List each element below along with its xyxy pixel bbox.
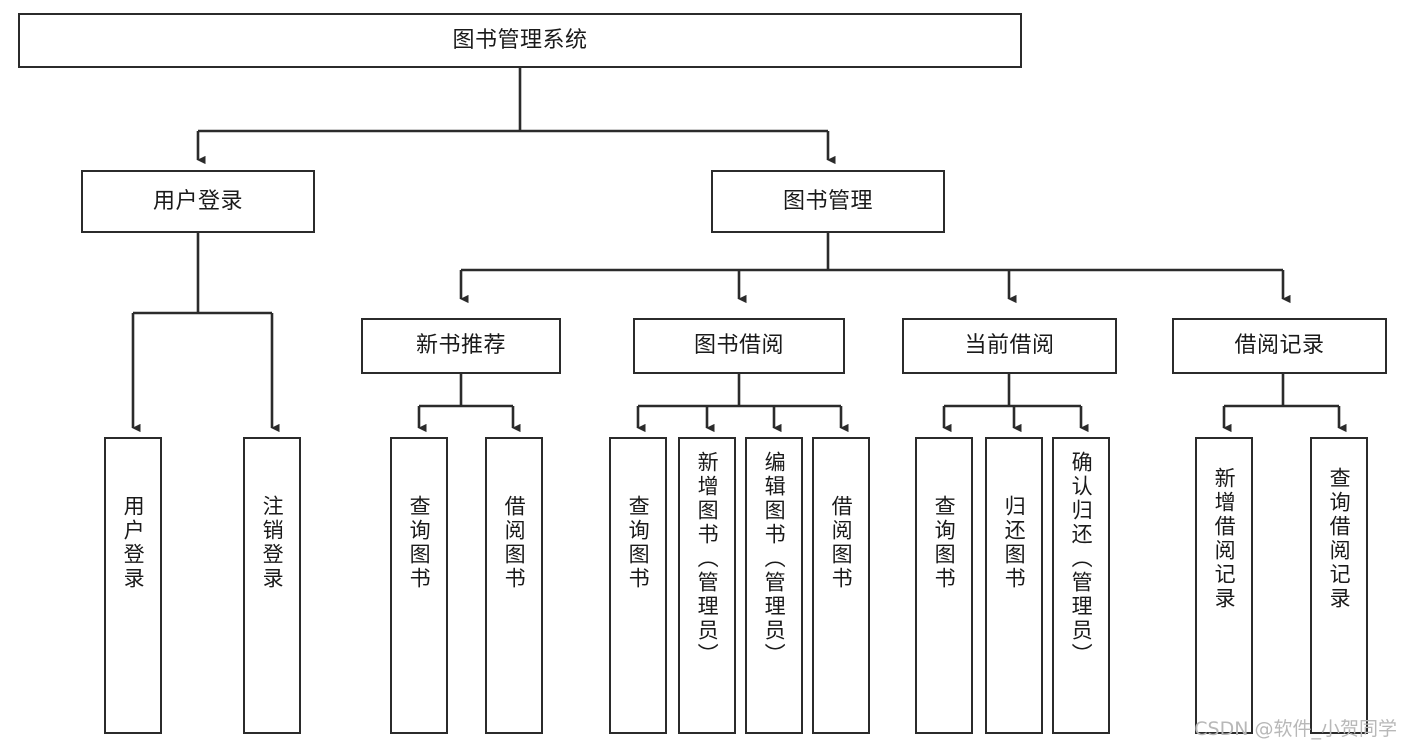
node-root-label: 图书管理系统 [452,27,588,53]
node-user-login-label: 用户登录 [152,188,243,214]
node-new-book-recommend-label: 新书推荐 [415,333,506,359]
node-leaf-add-borrow-record[interactable]: 新增借阅记录 [1195,437,1253,734]
node-leaf-query-book-recommend[interactable]: 查询图书 [390,437,448,734]
node-leaf-query-book-current-label: 查询图书 [932,495,957,591]
node-leaf-logout-login[interactable]: 注销登录 [243,437,301,734]
node-leaf-borrow-book-recommend-label: 借阅图书 [502,495,527,591]
node-leaf-borrow-book-recommend[interactable]: 借阅图书 [485,437,543,734]
node-leaf-add-borrow-record-label: 新增借阅记录 [1212,467,1237,611]
node-borrow-record[interactable]: 借阅记录 [1172,318,1387,374]
node-book-management[interactable]: 图书管理 [711,170,945,233]
node-leaf-add-book-admin-label: 新增图书（管理员） [695,451,720,667]
node-leaf-user-login-label: 用户登录 [121,495,146,591]
node-book-borrow-label: 图书借阅 [693,333,784,359]
node-borrow-record-label: 借阅记录 [1234,333,1325,359]
node-book-management-label: 图书管理 [782,188,873,214]
node-user-login[interactable]: 用户登录 [81,170,315,233]
node-leaf-borrow-book-label: 借阅图书 [829,495,854,591]
node-leaf-add-book-admin[interactable]: 新增图书（管理员） [678,437,736,734]
node-leaf-query-book-current[interactable]: 查询图书 [915,437,973,734]
node-current-borrow[interactable]: 当前借阅 [902,318,1117,374]
node-leaf-edit-book-admin[interactable]: 编辑图书（管理员） [745,437,803,734]
node-leaf-borrow-book[interactable]: 借阅图书 [812,437,870,734]
node-book-borrow[interactable]: 图书借阅 [633,318,845,374]
node-leaf-user-login[interactable]: 用户登录 [104,437,162,734]
node-leaf-confirm-return-admin-label: 确认归还（管理员） [1069,451,1094,667]
node-new-book-recommend[interactable]: 新书推荐 [361,318,561,374]
node-leaf-query-borrow-record-label: 查询借阅记录 [1327,467,1352,611]
node-leaf-logout-login-label: 注销登录 [260,495,285,591]
node-root-book-management-system[interactable]: 图书管理系统 [18,13,1022,68]
node-leaf-return-book-label: 归还图书 [1002,495,1027,591]
node-leaf-query-book-borrow[interactable]: 查询图书 [609,437,667,734]
node-leaf-query-book-recommend-label: 查询图书 [407,495,432,591]
node-leaf-confirm-return-admin[interactable]: 确认归还（管理员） [1052,437,1110,734]
node-leaf-query-borrow-record[interactable]: 查询借阅记录 [1310,437,1368,734]
node-leaf-edit-book-admin-label: 编辑图书（管理员） [762,451,787,667]
node-current-borrow-label: 当前借阅 [964,333,1055,359]
node-leaf-query-book-borrow-label: 查询图书 [626,495,651,591]
node-leaf-return-book[interactable]: 归还图书 [985,437,1043,734]
